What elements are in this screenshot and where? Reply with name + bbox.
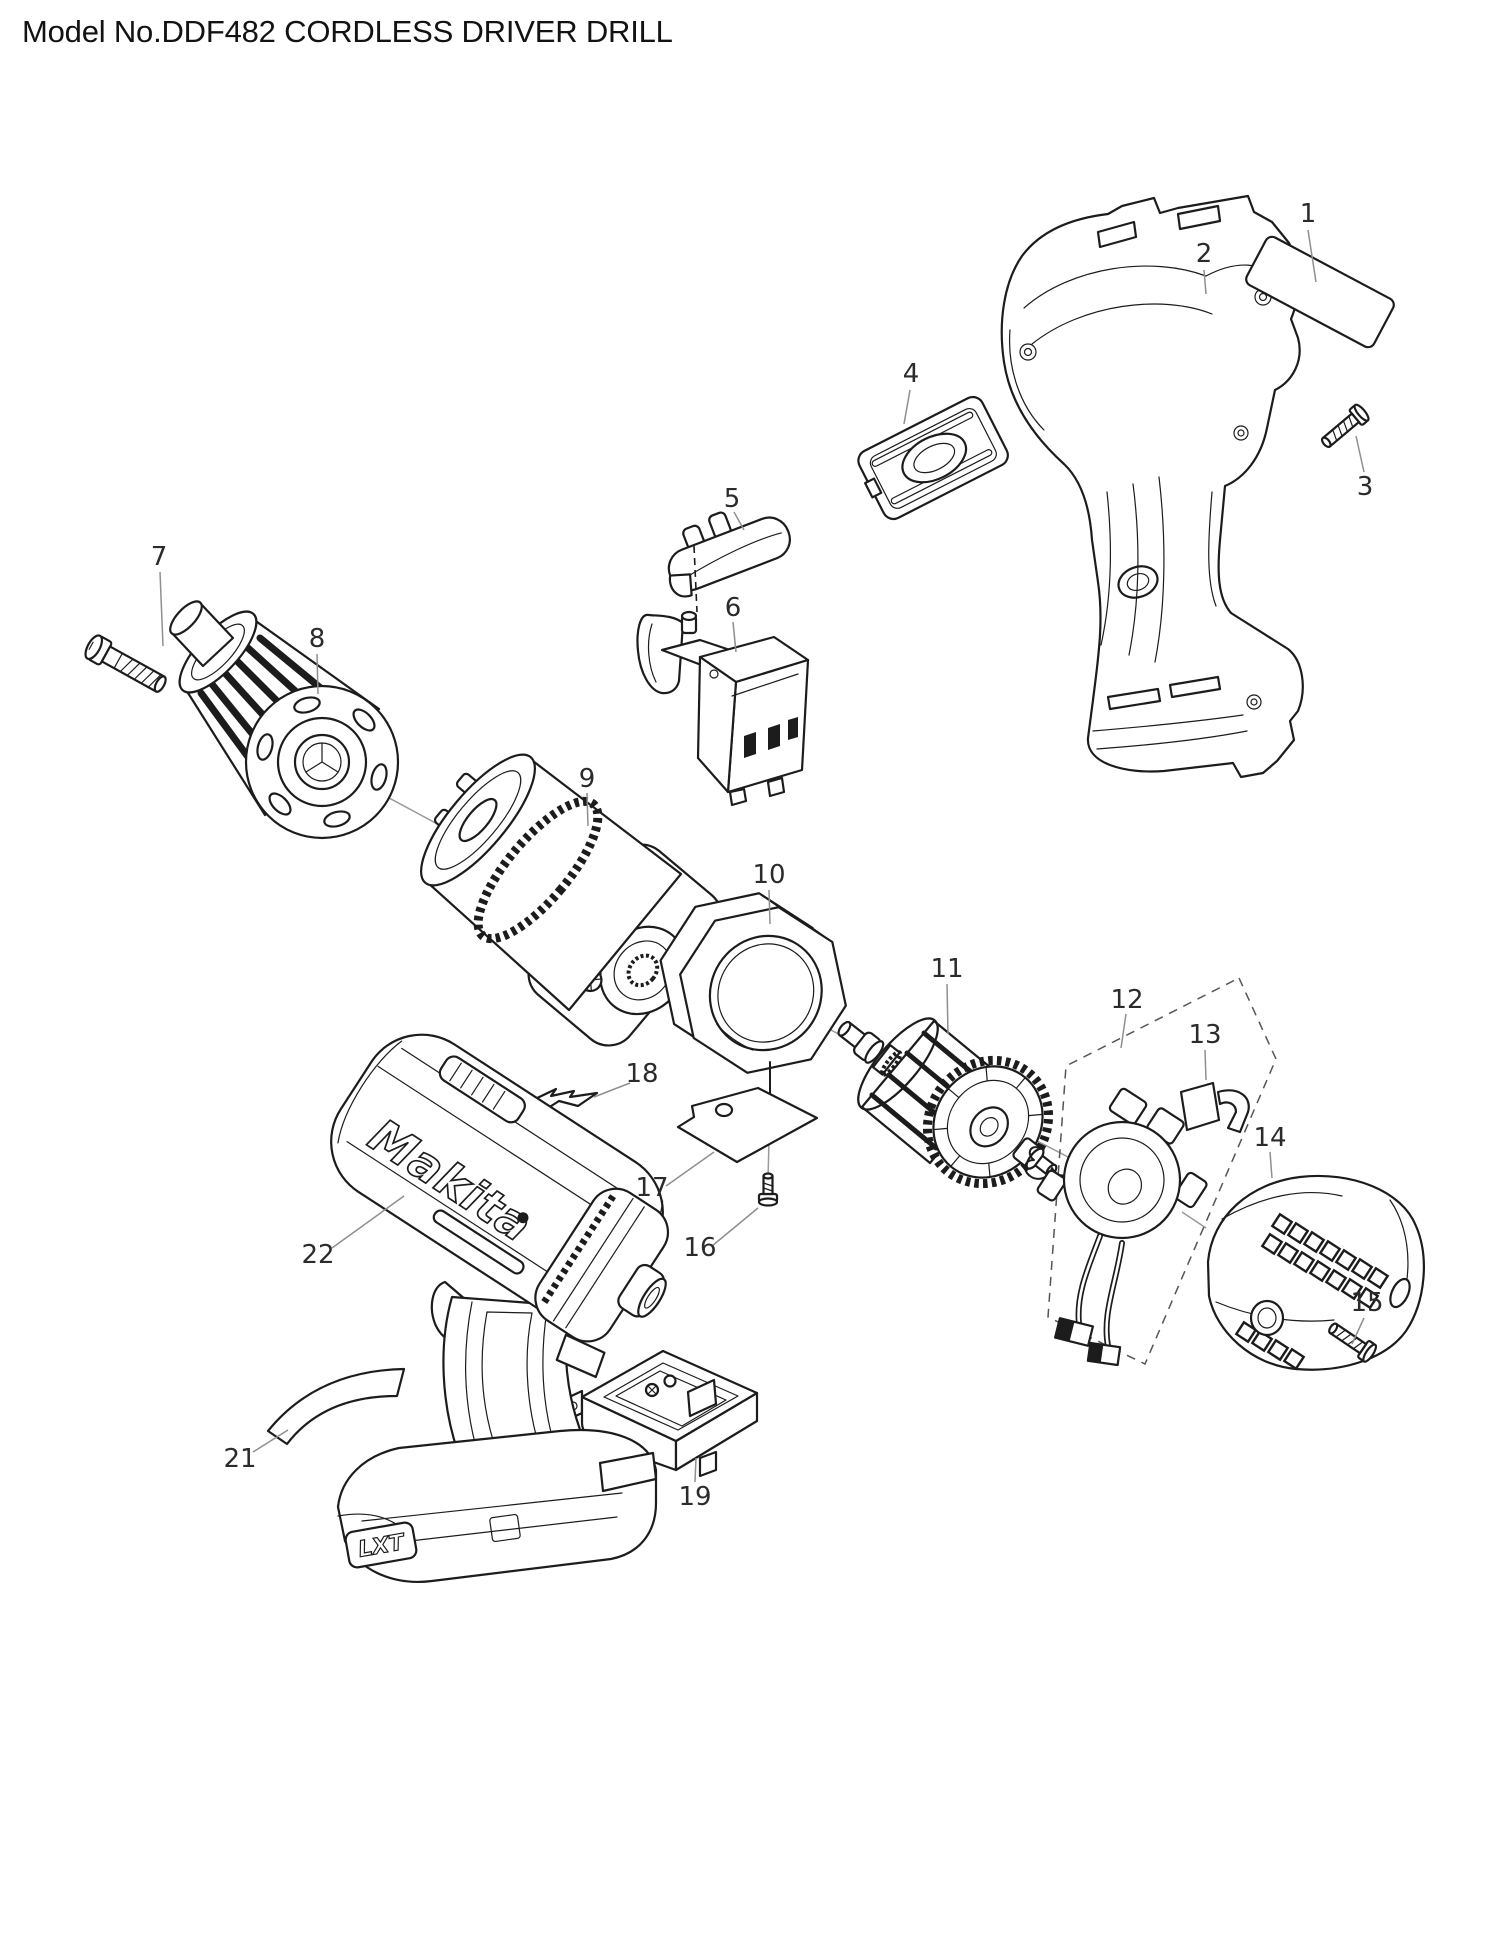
part-13-terminal-clip-drawing	[1179, 1081, 1250, 1134]
part-11-armature-drawing	[837, 1017, 1058, 1189]
part-22-leader-line	[331, 1195, 405, 1249]
part-21-label: 21	[223, 1444, 256, 1474]
part-9-label: 9	[579, 764, 596, 794]
part-4-label: 4	[903, 359, 920, 389]
part-11-label: 11	[930, 954, 963, 984]
part-1-name-plate-drawing	[1245, 235, 1395, 349]
part-15-leader-line	[1351, 1317, 1365, 1345]
part-10-ring-drawing	[659, 892, 847, 1074]
part-11-leader-line	[946, 983, 949, 1035]
part-10-label: 10	[752, 860, 785, 890]
part-7-leader-line	[159, 571, 164, 647]
part-12-leader-line	[1120, 1013, 1127, 1049]
part-2-label: 2	[1196, 239, 1213, 269]
part-16-label: 16	[683, 1233, 716, 1263]
part-21-label-sticker-drawing	[266, 1367, 406, 1446]
part-3-leader-line	[1355, 435, 1365, 473]
part-19-leader-line	[694, 1457, 697, 1483]
part-2-leader-line	[1203, 269, 1207, 295]
part-4-slide-plate-drawing	[857, 395, 1009, 521]
part-6-leader-line	[732, 621, 737, 653]
part-8-chuck-drawing	[169, 600, 400, 840]
part-15-screw-drawing	[1328, 1322, 1378, 1363]
part-12-endbell-group-drawing	[1024, 976, 1277, 1367]
part-14-leader-line	[1269, 1151, 1273, 1179]
part-5-leader-line	[733, 511, 745, 531]
part-6-switch-drawing	[636, 610, 810, 807]
part-1-leader-line	[1307, 229, 1317, 283]
part-17-plate-drawing	[676, 1086, 819, 1164]
part-13-leader-line	[1204, 1049, 1207, 1081]
part-9-gear-assembly-drawing	[419, 753, 723, 1047]
part-18-leader-line	[593, 1082, 631, 1098]
part-6-label: 6	[725, 593, 742, 623]
part-7-chuck-screw-drawing	[84, 634, 167, 693]
part-16-leader-line	[711, 1207, 759, 1247]
part-12-label: 12	[1110, 985, 1143, 1015]
part-19-label: 19	[678, 1482, 711, 1512]
part-21-leader-line	[252, 1429, 289, 1453]
part-18-label: 18	[625, 1059, 658, 1089]
part-7-label: 7	[151, 542, 168, 572]
part-17-leader-line	[665, 1151, 715, 1187]
page-title: Model No.DDF482 CORDLESS DRIVER DRILL	[22, 14, 673, 49]
part-13-label: 13	[1188, 1020, 1221, 1050]
part-3-screw-drawing	[1320, 403, 1370, 449]
part-14-rear-cover-drawing	[1206, 1174, 1425, 1371]
part-5-slide-button-drawing	[667, 511, 791, 598]
part-4-leader-line	[903, 389, 911, 425]
part-14-label: 14	[1253, 1123, 1286, 1153]
part-9-leader-line	[586, 792, 589, 827]
rear-cover-vents	[1234, 1212, 1390, 1371]
part-22-housing-front-half-drawing: LXT Makita	[330, 1033, 670, 1583]
part-1-label: 1	[1300, 199, 1317, 229]
part-3-label: 3	[1357, 472, 1374, 502]
part-16-screw-drawing	[757, 1172, 779, 1207]
part-8-leader-line	[316, 653, 319, 695]
part-5-label: 5	[724, 484, 741, 514]
part-15-label: 15	[1350, 1288, 1383, 1318]
part-8-label: 8	[309, 624, 326, 654]
part-10-leader-line	[768, 889, 771, 925]
part-17-label: 17	[635, 1173, 668, 1203]
part-22-label: 22	[301, 1240, 334, 1270]
